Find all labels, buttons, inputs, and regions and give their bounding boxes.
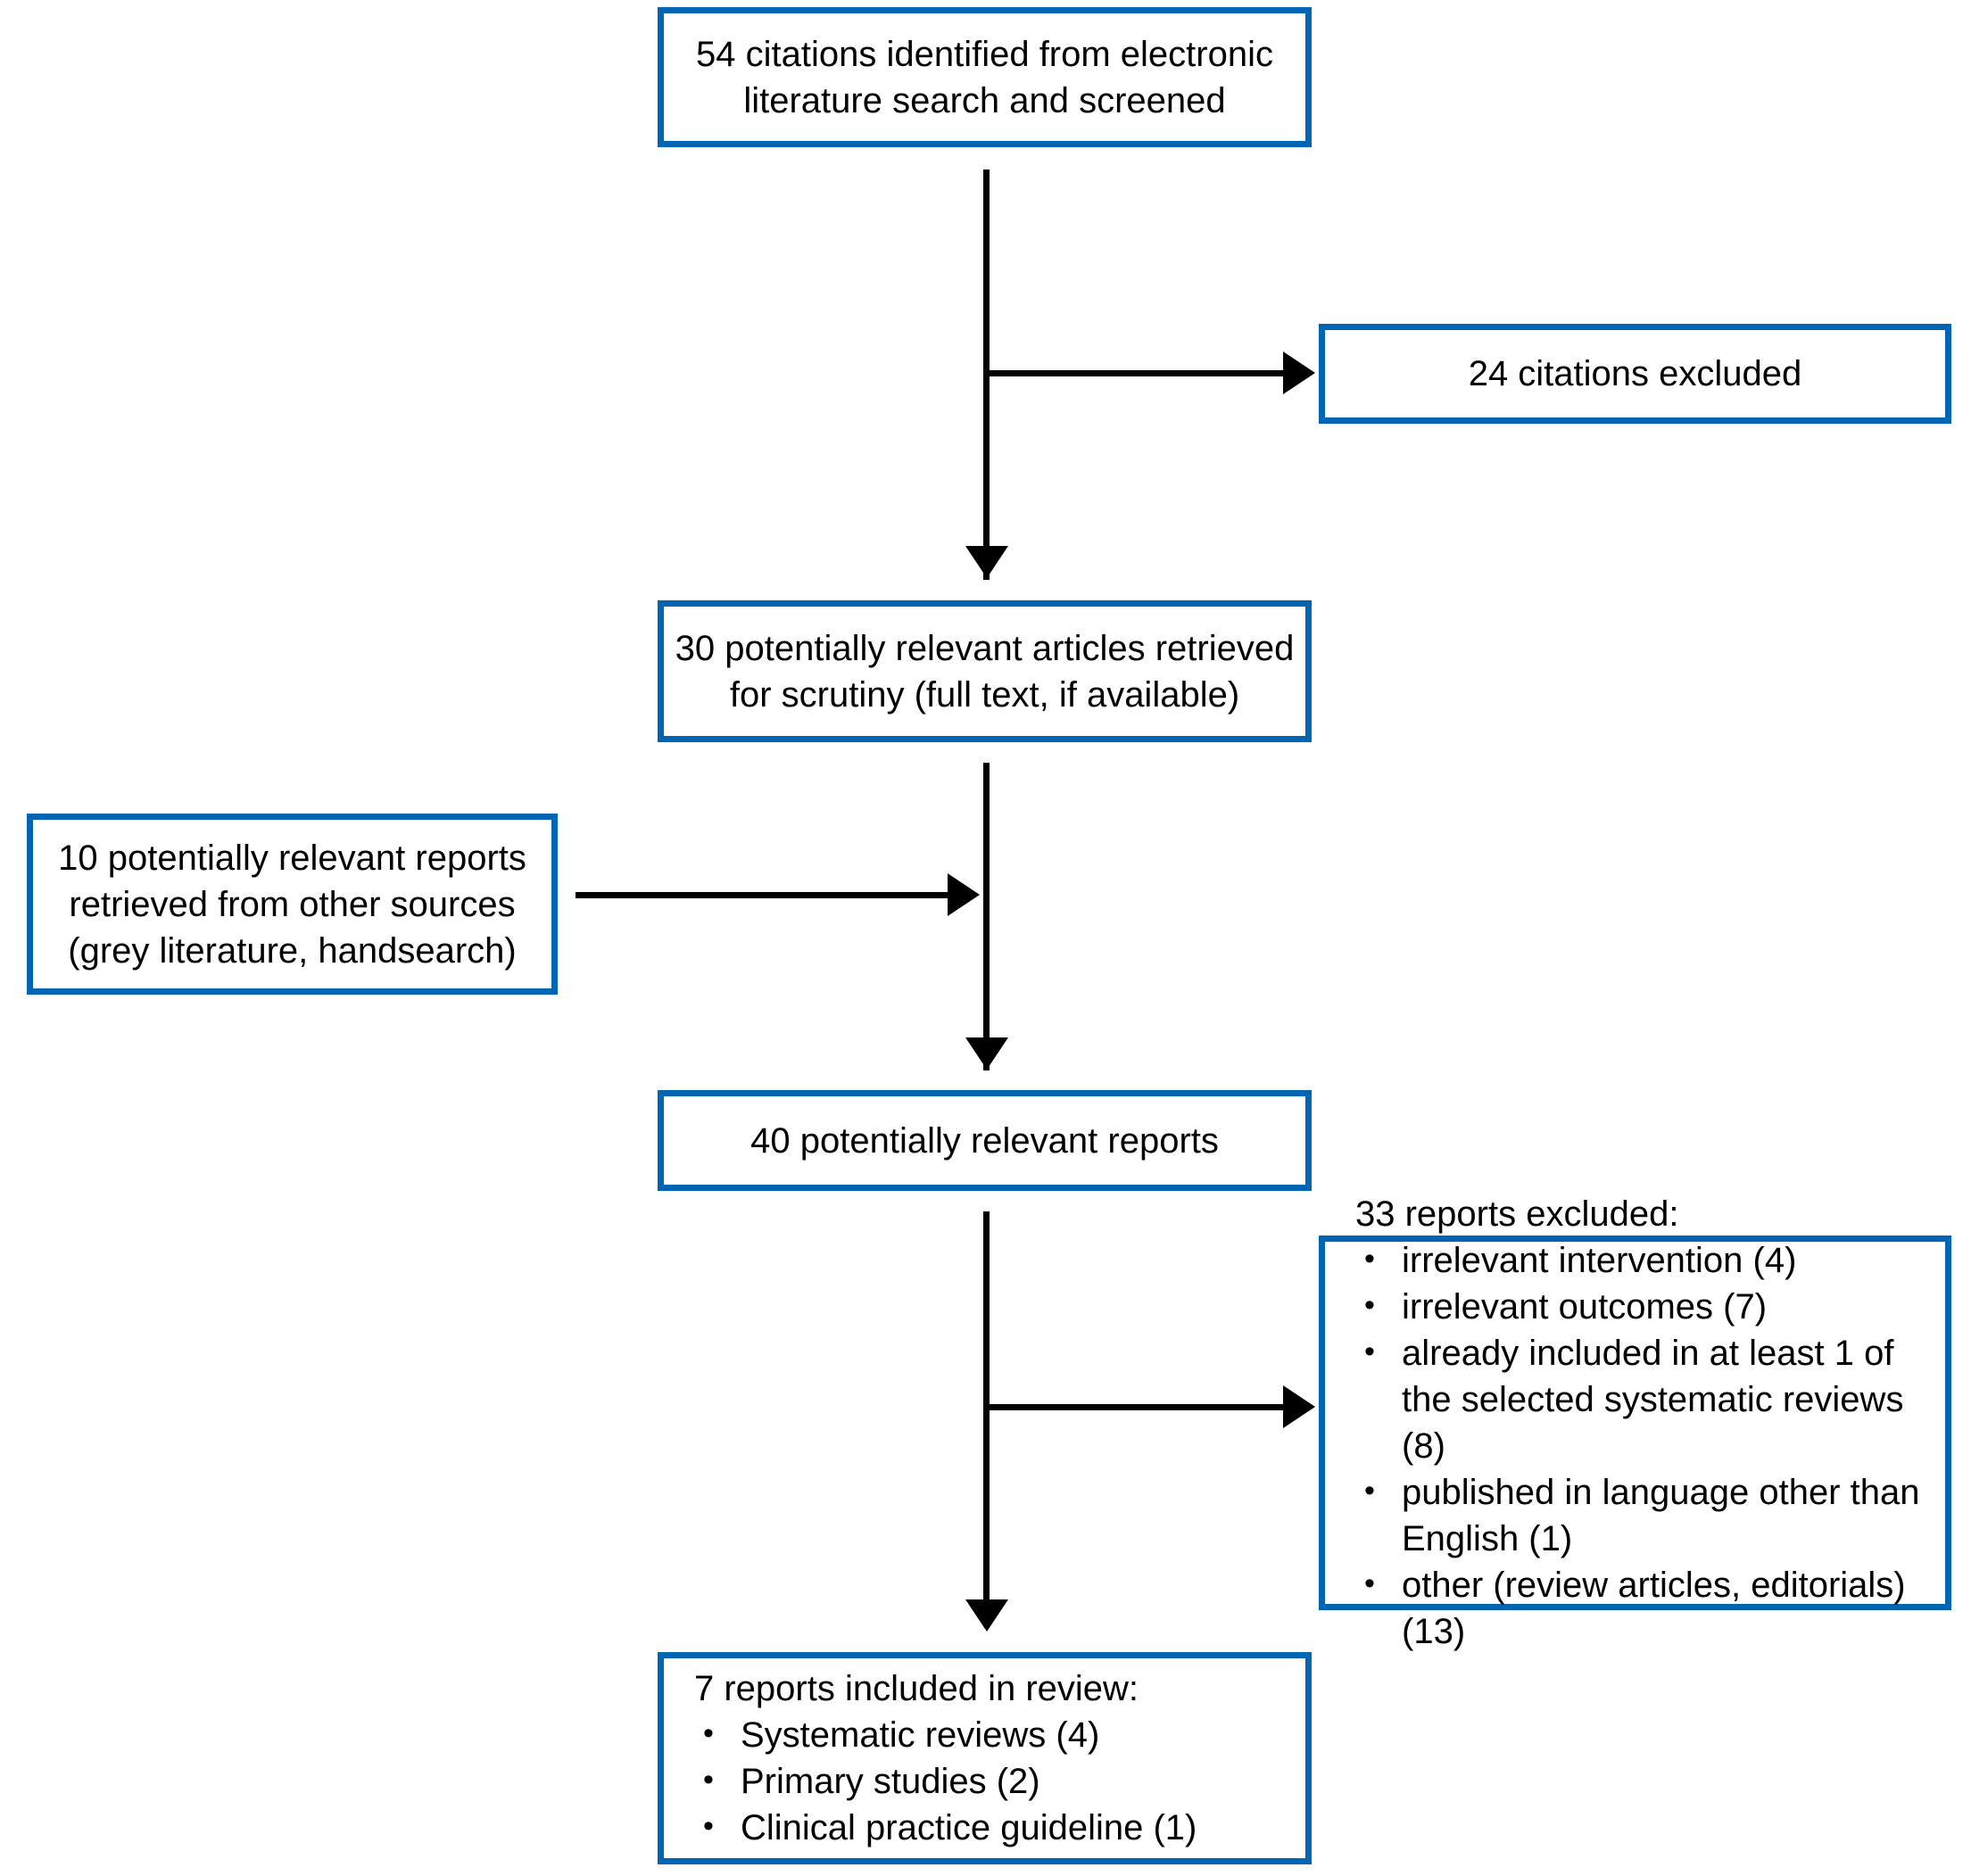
node-retrieved-for-scrutiny-line1: 30 potentially relevant articles retriev… xyxy=(675,628,1295,668)
node-other-sources-line2: retrieved from other sources xyxy=(69,884,516,924)
arrowhead-into-reports-included xyxy=(965,1599,1008,1632)
node-reports-excluded-list: irrelevant intervention (4) irrelevant o… xyxy=(1355,1237,1945,1655)
node-citations-excluded-label: 24 citations excluded xyxy=(1468,354,1802,393)
list-item: irrelevant outcomes (7) xyxy=(1355,1284,1945,1330)
node-relevant-reports-label: 40 potentially relevant reports xyxy=(750,1120,1219,1161)
node-other-sources-line3: (grey literature, handsearch) xyxy=(68,930,517,971)
node-reports-excluded-text: 33 reports excluded: irrelevant interven… xyxy=(1325,1191,1945,1655)
connector-relevant-reports-to-excluded xyxy=(983,1404,1287,1410)
node-citations-identified-line2: literature search and screened xyxy=(743,80,1226,120)
arrowhead-into-relevant-reports xyxy=(965,1037,1008,1070)
node-retrieved-for-scrutiny-text: 30 potentially relevant articles retriev… xyxy=(652,625,1318,718)
node-reports-excluded-lead: 33 reports excluded: xyxy=(1355,1194,1679,1234)
node-citations-identified-line1: 54 citations identified from electronic xyxy=(696,34,1273,74)
node-retrieved-for-scrutiny: 30 potentially relevant articles retriev… xyxy=(658,600,1312,742)
node-other-sources-text: 10 potentially relevant reports retrieve… xyxy=(33,835,551,974)
list-item: Systematic reviews (4) xyxy=(694,1712,1305,1758)
node-relevant-reports-text: 40 potentially relevant reports xyxy=(664,1118,1305,1164)
node-reports-included-text: 7 reports included in review: Systematic… xyxy=(664,1665,1305,1851)
list-item: already included in at least 1 of the se… xyxy=(1355,1330,1945,1469)
list-item: published in language other than English… xyxy=(1355,1469,1945,1562)
list-item: Primary studies (2) xyxy=(694,1758,1305,1805)
node-citations-excluded: 24 citations excluded xyxy=(1319,324,1951,424)
connector-other-sources-to-spine xyxy=(576,892,950,898)
node-citations-identified-text: 54 citations identified from electronic … xyxy=(664,31,1305,124)
connector-scrutiny-to-relevant-reports xyxy=(983,763,990,1070)
arrowhead-into-spine-from-other-sources xyxy=(948,873,980,916)
arrowhead-into-reports-excluded xyxy=(1283,1385,1315,1428)
node-retrieved-for-scrutiny-line2: for scrutiny (full text, if available) xyxy=(729,674,1240,715)
node-citations-identified: 54 citations identified from electronic … xyxy=(658,7,1312,147)
node-relevant-reports: 40 potentially relevant reports xyxy=(658,1090,1312,1191)
node-reports-included-list: Systematic reviews (4) Primary studies (… xyxy=(694,1712,1305,1851)
arrowhead-into-citations-excluded xyxy=(1283,351,1315,394)
list-item: other (review articles, editorials) (13) xyxy=(1355,1562,1945,1655)
node-citations-excluded-text: 24 citations excluded xyxy=(1325,351,1945,397)
node-reports-excluded: 33 reports excluded: irrelevant interven… xyxy=(1319,1194,1951,1651)
list-item: irrelevant intervention (4) xyxy=(1355,1237,1945,1284)
node-reports-included: 7 reports included in review: Systematic… xyxy=(658,1652,1312,1864)
arrowhead-into-scrutiny xyxy=(965,546,1008,578)
connector-identified-to-citations-excluded xyxy=(983,370,1287,376)
list-item: Clinical practice guideline (1) xyxy=(694,1805,1305,1851)
node-other-sources: 10 potentially relevant reports retrieve… xyxy=(27,814,558,995)
node-other-sources-line1: 10 potentially relevant reports xyxy=(58,838,526,878)
node-reports-included-lead: 7 reports included in review: xyxy=(694,1669,1139,1708)
